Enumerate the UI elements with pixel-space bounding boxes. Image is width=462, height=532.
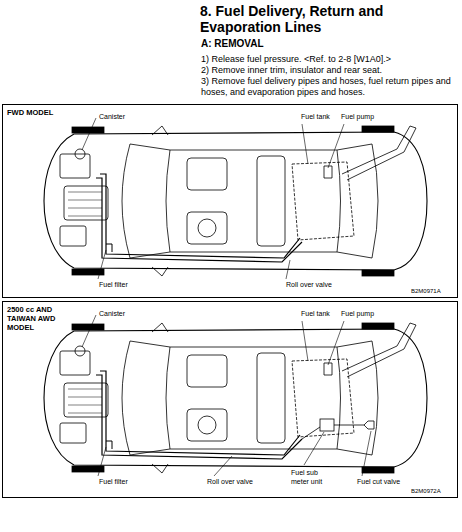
part-name: Fuel filter [98, 478, 129, 487]
figure-panel: 2500 cc AND TAIWAN AWD MODEL [2, 301, 458, 498]
leader-lines [82, 315, 371, 476]
step-text: 2) Remove inner trim, insulator and rear… [200, 65, 460, 76]
leader-lines [82, 118, 344, 279]
part-name: Canister [98, 113, 126, 122]
part-name: Fuel sub meter unit [290, 469, 334, 486]
part-name: Canister [98, 310, 126, 319]
step-text: 3) Remove fuel delivery pipes and hoses,… [200, 76, 460, 98]
step-text: 1) Release fuel pressure. <Ref. to 2-8 [… [200, 54, 460, 65]
part-name: Roll over valve [206, 478, 254, 487]
part-name: Fuel cut valve [356, 478, 401, 487]
part-name: Roll over valve [285, 281, 333, 290]
part-name: Fuel pump [340, 113, 375, 122]
figure-code: B2M0972A [410, 487, 442, 495]
figure-panel: FWD MODEL [2, 104, 458, 298]
figure-code: B2M0971A [410, 287, 442, 295]
part-name: Fuel tank [300, 310, 331, 319]
car-illustration [44, 315, 427, 476]
part-name: Fuel tank [300, 113, 331, 122]
panel-heading: 2500 cc AND TAIWAN AWD MODEL [7, 305, 79, 332]
page-title: 8. Fuel Delivery, Return and Evaporation… [200, 3, 440, 35]
section-heading: A: REMOVAL [200, 38, 402, 50]
part-name: Fuel pump [340, 310, 375, 319]
part-name: Fuel filter [98, 281, 129, 290]
car-illustration [44, 118, 427, 279]
